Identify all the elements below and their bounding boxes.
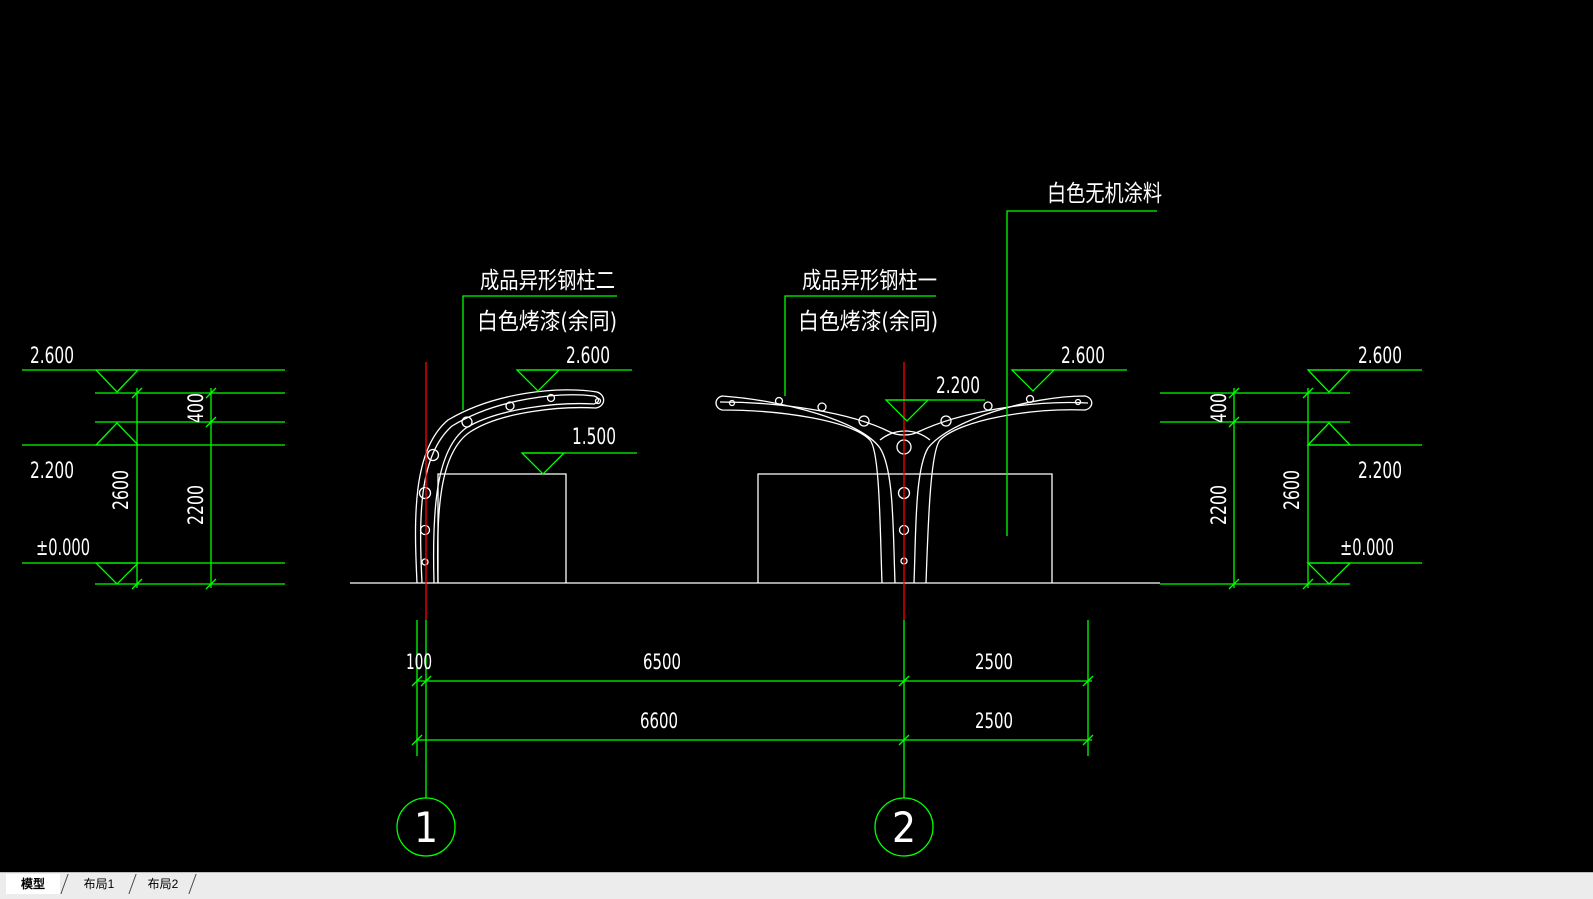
note-post-one-line2: 白色烤漆(余同) — [798, 309, 938, 335]
structure-elevation-markers — [515, 369, 1127, 475]
left-elevation-scale — [22, 369, 285, 590]
elev-right-top: 2.600 — [1358, 344, 1402, 369]
dim-left-upper: 400 — [184, 393, 208, 423]
elev-post2-top: 2.600 — [566, 344, 610, 369]
layout-tab-bar: 模型 布局1 布局2 — [0, 872, 1593, 899]
axis-lines — [396, 362, 934, 857]
dim-row2-span: 6600 — [640, 709, 678, 733]
dim-row1-offset: 100 — [406, 650, 432, 674]
right-elevation-scale — [1160, 369, 1422, 590]
note-post-one-line1: 成品异形钢柱一 — [802, 268, 937, 294]
elev-left-mid: 2.200 — [30, 459, 74, 484]
drawing-canvas[interactable]: 2.600 2.200 ±0.000 2600 400 2200 2.600 2… — [0, 0, 1593, 872]
horizontal-dimensions — [411, 620, 1094, 756]
dim-right-upper: 400 — [1207, 393, 1231, 423]
dim-right-lower: 2200 — [1207, 485, 1231, 525]
note-post-two-line1: 成品异形钢柱二 — [480, 268, 615, 294]
elev-wall-top: 1.500 — [572, 425, 616, 450]
note-post-two-line2: 白色烤漆(余同) — [477, 309, 617, 335]
elev-left-base: ±0.000 — [36, 536, 90, 561]
dim-left-overall: 2600 — [109, 470, 133, 510]
axis-two-label: 2 — [892, 803, 916, 852]
tab-layout1[interactable]: 布局1 — [83, 877, 115, 891]
elev-post1-mid: 2.200 — [936, 374, 980, 399]
dim-right-overall: 2600 — [1280, 470, 1304, 510]
tab-separator — [60, 874, 69, 894]
elev-right-base: ±0.000 — [1340, 536, 1394, 561]
tab-model[interactable]: 模型 — [6, 874, 60, 894]
steel-post-two — [414, 389, 605, 584]
elev-right-mid: 2.200 — [1358, 459, 1402, 484]
ground-and-walls — [350, 473, 1160, 584]
note-wall-finish: 白色无机涂料 — [1047, 181, 1162, 207]
elev-post1-top: 2.600 — [1061, 344, 1105, 369]
axis-one-label: 1 — [414, 803, 438, 852]
dim-left-lower: 2200 — [184, 485, 208, 525]
dim-row1-span: 6500 — [643, 650, 681, 674]
dim-row2-overhang: 2500 — [975, 709, 1013, 733]
elev-left-top: 2.600 — [30, 344, 74, 369]
leader-lines — [462, 210, 1157, 536]
tab-layout2[interactable]: 布局2 — [147, 877, 179, 891]
dim-row1-overhang: 2500 — [975, 650, 1013, 674]
